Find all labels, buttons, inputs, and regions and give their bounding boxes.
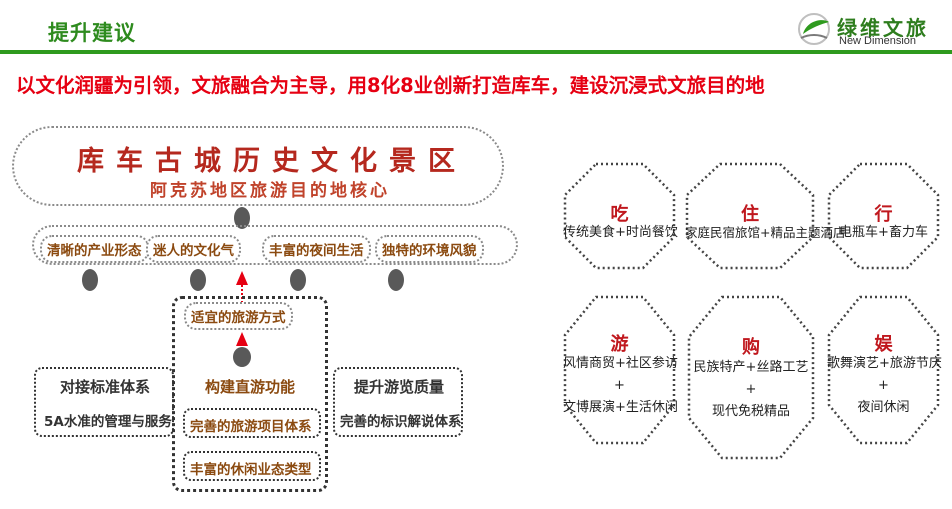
right-group-item: 完善的标识解说体系 [340,414,462,430]
logo-text-cn: 绿维文旅 [837,16,929,40]
element-title: 住 [741,204,759,225]
features-band [32,225,518,265]
connector-dot [290,269,306,291]
travel-way-pill: 适宜的旅游方式 [184,302,293,330]
element-octagon-stay: 住 家庭民宿旅馆+精品主题酒店 [685,162,846,270]
octagon-shape [685,162,815,270]
octagon-shape [563,162,676,270]
element-line: 传统美食+时尚餐饮 [563,225,678,240]
octagon-shape [687,295,815,460]
center-title: 构建直游功能 [205,378,296,396]
element-title: 购 [742,337,760,358]
element-title: 行 [874,204,893,225]
element-octagon-eat: 吃 传统美食+时尚餐饮 [563,162,678,270]
element-title: 吃 [610,204,629,225]
connector-dot [233,347,251,367]
element-line: 现代免税精品 [711,404,790,419]
feature-pill: 清晰的产业形态 [40,235,149,263]
logo-leaf-icon [798,13,830,45]
page-subtitle: 以文化润疆为引领，文旅融合为主导，用8化8业创新打造库车，建设沉浸式文旅目的地 [16,74,765,97]
left-group-title: 对接标准体系 [60,378,151,396]
element-octagon-travel: 行 电瓶车+畜力车 [827,162,940,270]
element-line: 夜间休闲 [857,400,910,415]
octagon-shape [827,162,940,270]
feature-pill: 独特的环境风貌 [375,235,484,263]
scenic-area-cloud [12,126,504,206]
up-arrow-icon [236,332,248,346]
center-item-frame [183,408,321,438]
right-group-title: 提升游览质量 [354,378,445,396]
feature-pill: 丰富的夜间生活 [262,235,371,263]
octagon-shape [827,295,940,445]
element-line: + [745,382,757,397]
left-group-item: 5A水准的管理与服务 [44,414,172,430]
element-octagon-tour: 游 风情商贸+社区参访 + 文博展演+生活休闲 [563,295,678,445]
left-group-frame [34,367,174,437]
connector-dot [388,269,404,291]
element-line: 风情商贸+社区参访 [563,356,678,371]
logo: 绿维文旅 New Dimension [797,10,947,48]
right-group-frame [333,367,463,437]
octagon-shape [563,295,676,445]
dotted-connector [241,285,243,303]
center-item: 丰富的休闲业态类型 [190,462,312,478]
element-line: 电瓶车+畜力车 [839,225,928,240]
element-line: 文博展演+生活休闲 [563,400,678,415]
connector-dot [82,269,98,291]
up-arrow-icon [236,271,248,285]
center-item: 完善的旅游项目体系 [190,419,312,435]
header-divider [0,50,952,54]
element-line: + [614,378,625,393]
element-title: 游 [610,334,629,355]
element-octagon-shop: 购 民族特产+丝路工艺 + 现代免税精品 [687,295,815,460]
connector-dot [190,269,206,291]
connector-dot [234,207,250,229]
page-title: 提升建议 [48,21,136,45]
element-octagon-fun: 娱 歌舞演艺+旅游节庆 + 夜间休闲 [827,295,942,445]
feature-pill: 迷人的文化气 [146,235,241,263]
scenic-area-subtitle: 阿克苏地区旅游目的地核心 [150,181,390,201]
scenic-area-title: 库车古城历史文化景区 [77,146,467,177]
element-line: 歌舞演艺+旅游节庆 [827,356,942,371]
center-item-frame [183,451,321,481]
element-line: 家庭民宿旅馆+精品主题酒店 [685,225,846,240]
element-title: 娱 [874,334,893,355]
element-line: 民族特产+丝路工艺 [693,360,809,375]
logo-text-en: New Dimension [839,35,917,47]
element-line: + [878,378,889,393]
